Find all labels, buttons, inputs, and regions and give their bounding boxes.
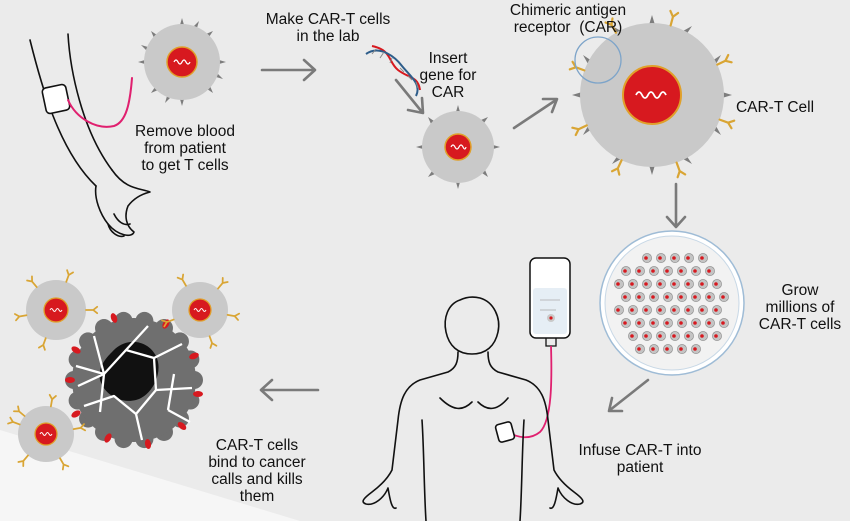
dish-cell-nucleus (707, 321, 711, 325)
dish-cell-nucleus (637, 321, 641, 325)
dish-cell-nucleus (658, 308, 662, 312)
dish-cell-nucleus (693, 295, 697, 299)
dish-cell-nucleus (637, 347, 641, 351)
dish-cell-nucleus (707, 269, 711, 273)
dish-cell-nucleus (637, 269, 641, 273)
iv-bag-icon (507, 257, 571, 439)
dish-cell-nucleus (665, 321, 669, 325)
dish-cell-nucleus (651, 321, 655, 325)
label-cart-cell: CAR-T Cell (735, 99, 815, 116)
dish-cell-nucleus (721, 295, 725, 299)
arrow-icon (259, 378, 320, 402)
dish-cell-nucleus (714, 282, 718, 286)
dish-cell-nucleus (714, 334, 718, 338)
dish-cell-nucleus (700, 256, 704, 260)
petri-dish-icon (599, 230, 745, 376)
dish-cell-nucleus (672, 308, 676, 312)
dish-cell-nucleus (686, 282, 690, 286)
dish-cell-nucleus (665, 295, 669, 299)
dish-cell-nucleus (679, 321, 683, 325)
dish-cell-nucleus (644, 256, 648, 260)
dish-cell-nucleus (623, 269, 627, 273)
dish-cell-nucleus (665, 347, 669, 351)
arrow-icon (260, 58, 317, 82)
dish-cell-nucleus (707, 295, 711, 299)
dish-cell-nucleus (651, 347, 655, 351)
dish-cell-nucleus (616, 282, 620, 286)
label-bind-cancer: CAR-T cells bind to cancer calls and kil… (208, 437, 306, 505)
cancer-cell-icon (65, 311, 203, 449)
dish-cell-nucleus (693, 269, 697, 273)
dish-cell-nucleus (658, 334, 662, 338)
label-make-cart: Make CAR-T cells in the lab (265, 11, 391, 45)
label-grow: Grow millions of CAR-T cells (758, 282, 842, 333)
dish-cell-nucleus (679, 269, 683, 273)
dish-cell-nucleus (700, 334, 704, 338)
receptor-highlight-circle (574, 36, 622, 84)
t-cell-icon (138, 18, 226, 106)
dish-cell-nucleus (686, 308, 690, 312)
dish-cell-nucleus (630, 334, 634, 338)
dish-cell-nucleus (637, 295, 641, 299)
dish-cell-nucleus (644, 282, 648, 286)
dish-cell-nucleus (686, 256, 690, 260)
dish-cell-nucleus (644, 308, 648, 312)
dish-cell-nucleus (630, 308, 634, 312)
dish-cell-nucleus (651, 269, 655, 273)
dish-cell-nucleus (679, 295, 683, 299)
dish-cell-nucleus (658, 282, 662, 286)
arrow-icon (512, 97, 559, 130)
dish-cell-nucleus (665, 269, 669, 273)
dish-cell-nucleus (644, 334, 648, 338)
arrow-icon (394, 78, 425, 115)
dish-cell-nucleus (672, 256, 676, 260)
patient-icon (362, 296, 584, 521)
dish-cell-nucleus (672, 282, 676, 286)
car-t-cell-icon (161, 273, 241, 349)
label-chimeric-antigen-receptor: Chimeric antigen receptor (CAR) (509, 2, 627, 36)
background-wedge (0, 430, 300, 521)
dish-cell-nucleus (630, 282, 634, 286)
dish-cell-nucleus (672, 334, 676, 338)
arrow-icon (665, 182, 687, 229)
car-t-cell-icon (7, 393, 87, 471)
dish-cell-nucleus (616, 308, 620, 312)
dish-cell-nucleus (623, 295, 627, 299)
dish-cell-nucleus (679, 347, 683, 351)
dish-cell-nucleus (700, 308, 704, 312)
dish-cell-nucleus (623, 321, 627, 325)
dish-cell-nucleus (693, 347, 697, 351)
label-remove-blood: Remove blood from patient to get T cells (135, 123, 235, 174)
dish-cell-nucleus (658, 256, 662, 260)
dish-cell-nucleus (700, 282, 704, 286)
arrow-icon (607, 378, 650, 413)
label-insert-gene: Insert gene for CAR (419, 50, 477, 101)
t-cell-icon (416, 105, 500, 189)
dish-cell-nucleus (693, 321, 697, 325)
dish-cell-nucleus (721, 321, 725, 325)
arm-icon (29, 33, 151, 238)
label-infuse: Infuse CAR-T into patient (578, 442, 702, 476)
dish-cell-nucleus (651, 295, 655, 299)
dna-icon (365, 45, 421, 97)
car-t-cell-icon (13, 269, 99, 351)
car-t-cell-icon (568, 9, 736, 179)
dish-cell-nucleus (714, 308, 718, 312)
dish-cell-nucleus (686, 334, 690, 338)
